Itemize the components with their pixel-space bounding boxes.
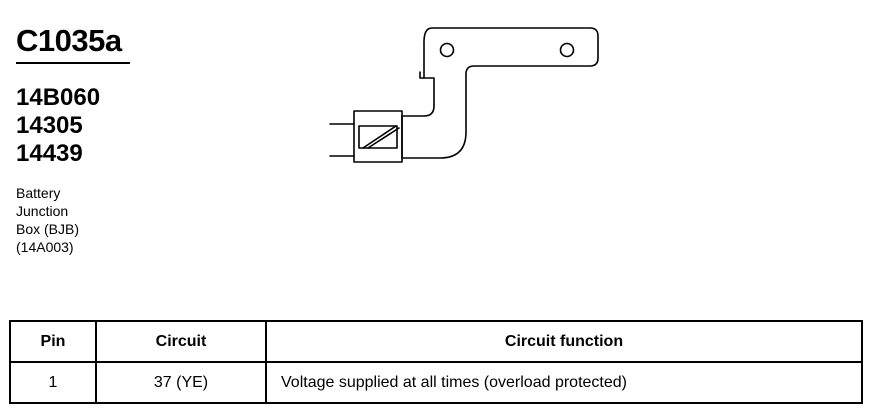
connector-drawing: [329, 27, 599, 163]
connector-id: C1035a: [16, 23, 122, 58]
description-line: Box (BJB): [16, 221, 80, 237]
part-number: 14439: [16, 140, 83, 167]
column-header-pin: Pin: [9, 320, 97, 363]
table-row: 1 37 (YE) Voltage supplied at all times …: [9, 361, 863, 404]
pin-table: Pin Circuit Circuit function 1 37 (YE) V…: [9, 320, 863, 404]
column-header-circuit-function: Circuit function: [265, 320, 863, 363]
plate-notch: [419, 71, 425, 79]
crimp-hatch: [362, 125, 397, 149]
part-number: 14B060: [16, 84, 101, 111]
mounting-hole: [439, 42, 455, 58]
part-number: 14305: [16, 112, 83, 139]
title-underline: [16, 62, 130, 64]
circuit-cell: 37 (YE): [95, 361, 267, 404]
crimp-inner-band: [358, 125, 398, 149]
part-numbers: 14B060 14305 14439: [16, 84, 100, 168]
cable-crimp: [353, 110, 403, 163]
description-line: Junction: [16, 203, 69, 219]
description-line: Battery: [16, 185, 61, 201]
crimp-hatch: [367, 127, 400, 149]
description-line: (14A003): [16, 239, 74, 255]
table-header-row: Pin Circuit Circuit function: [9, 320, 863, 363]
column-header-circuit: Circuit: [95, 320, 267, 363]
circuit-function-cell: Voltage supplied at all times (overload …: [265, 361, 863, 404]
pin-cell: 1: [9, 361, 97, 404]
component-description: Battery Junction Box (BJB) (14A003): [16, 184, 79, 256]
mounting-hole: [559, 42, 575, 58]
terminal-plate-outline: [401, 27, 599, 159]
